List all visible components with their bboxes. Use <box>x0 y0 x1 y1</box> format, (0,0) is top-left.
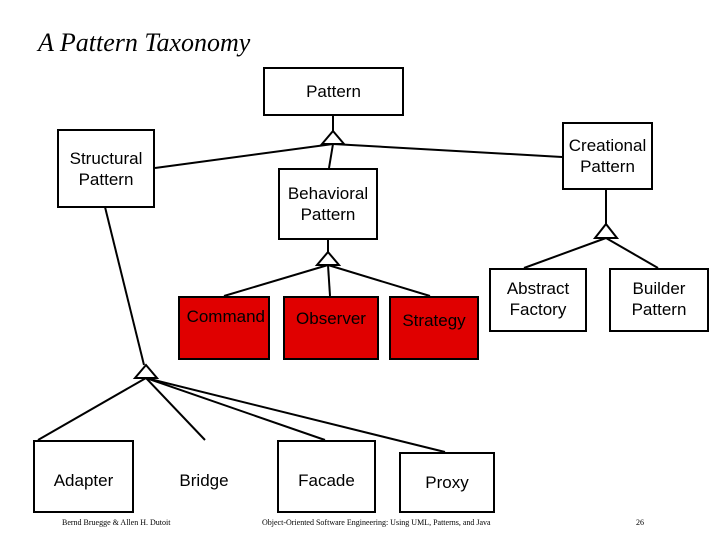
node-pattern: Pattern <box>263 67 404 116</box>
node-creational-pattern: Creational Pattern <box>562 122 653 190</box>
structural-stem <box>104 206 145 366</box>
footer-authors: Bernd Bruegge & Allen H. Dutoit <box>62 518 171 527</box>
node-proxy: Proxy <box>399 452 495 513</box>
node-facade: Facade <box>277 440 376 513</box>
node-observer: Observer <box>283 296 379 360</box>
slide-title: A Pattern Taxonomy <box>38 28 251 57</box>
structural-to-adapter <box>37 377 147 441</box>
creational-generalization-arrow <box>592 222 620 239</box>
pattern-to-creational <box>332 143 563 158</box>
footer-book-title: Object-Oriented Software Engineering: Us… <box>262 518 491 527</box>
footer-page-number: 26 <box>636 518 644 527</box>
behavioral-to-command <box>223 264 329 297</box>
node-structural-pattern: Structural Pattern <box>57 129 155 208</box>
node-adapter: Adapter <box>33 440 134 513</box>
structural-generalization-arrow <box>132 363 160 379</box>
pattern-generalization-arrow <box>319 129 347 145</box>
node-builder-pattern: Builder Pattern <box>609 268 709 332</box>
pattern-to-behavioral <box>328 143 334 169</box>
node-abstract-factory: Abstract Factory <box>489 268 587 332</box>
node-behavioral-pattern: Behavioral Pattern <box>278 168 378 240</box>
structural-to-facade <box>145 377 326 441</box>
behavioral-to-observer <box>327 264 331 297</box>
structural-to-bridge <box>145 377 206 441</box>
node-strategy: Strategy <box>389 296 479 360</box>
behavioral-to-strategy <box>327 264 431 297</box>
node-bridge: Bridge <box>179 471 229 490</box>
pattern-to-structural <box>154 143 334 169</box>
creational-to-builder <box>605 237 659 269</box>
behavioral-generalization-arrow <box>314 250 342 266</box>
creational-to-abstract-factory <box>523 237 607 269</box>
structural-to-proxy <box>145 377 446 453</box>
node-command: Command <box>178 296 270 360</box>
